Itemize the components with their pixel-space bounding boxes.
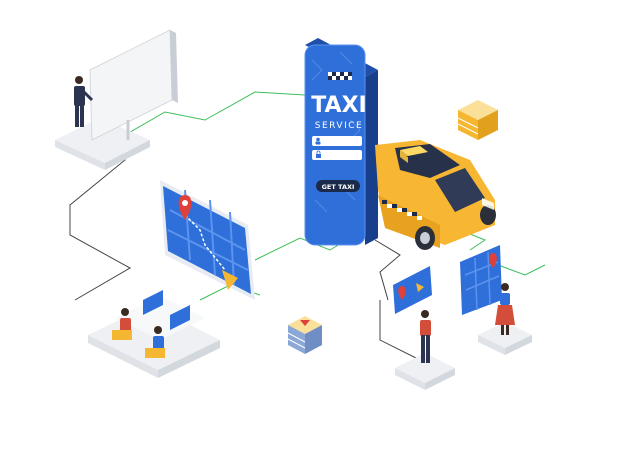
rear-wheel (480, 205, 496, 225)
woman-person (495, 283, 515, 335)
server-box-bottom (287, 316, 322, 354)
presenter-person (74, 76, 94, 127)
taxi-checker-icon (328, 72, 352, 80)
get-taxi-button[interactable] (316, 180, 360, 192)
phone-subtitle: SERVICE (315, 121, 363, 131)
roof-sign-text: TAXI (407, 156, 420, 162)
get-taxi-button-label: GET TAXI (322, 183, 355, 191)
taxi-car: TAXI (375, 140, 496, 250)
route-line (184, 214, 226, 271)
operator-1 (112, 308, 132, 340)
monitor-station (55, 29, 178, 170)
big-monitor (89, 29, 173, 141)
location-pin-icon (178, 195, 192, 220)
operator-desk (88, 290, 220, 378)
ticket-card (393, 266, 432, 314)
card-pin-icon (398, 286, 406, 300)
phone-pattern (311, 51, 361, 213)
roof-sign: TAXI (400, 146, 428, 163)
map-tablet (160, 180, 255, 300)
customer-person (420, 310, 431, 363)
password-field[interactable] (312, 150, 362, 160)
phone-title: TAXI (311, 93, 366, 118)
checker-stripe (382, 200, 422, 220)
navigation-arrow-icon (222, 270, 238, 290)
desk-monitor-left (143, 290, 163, 315)
username-field[interactable] (312, 136, 362, 146)
server-box-top (457, 100, 498, 140)
map-roads (167, 189, 249, 286)
desk-monitor-right (170, 305, 190, 330)
customer-station (393, 266, 455, 390)
phone-app: TAXI SERVICE GET TAXI (304, 38, 378, 246)
lock-icon (316, 150, 321, 158)
map-pin-icon (489, 253, 497, 268)
user-icon (315, 137, 321, 145)
operator-2 (145, 326, 165, 358)
map-user-station (460, 245, 532, 355)
